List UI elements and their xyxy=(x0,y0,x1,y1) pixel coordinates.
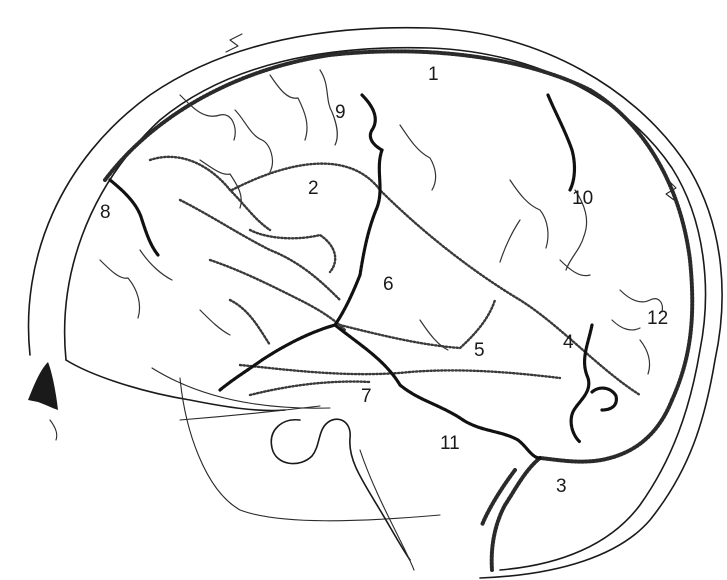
fine-vein-l xyxy=(560,260,590,276)
callout-11: 11 xyxy=(440,433,460,454)
callout-9: 9 xyxy=(335,102,346,123)
callout-7: 7 xyxy=(361,386,372,407)
vein-7-dotted xyxy=(240,365,560,378)
fine-vein-c xyxy=(270,75,307,140)
callout-12: 12 xyxy=(647,308,668,329)
vein-4-loop xyxy=(592,388,616,410)
fine-vein-g xyxy=(510,180,548,248)
callout-5: 5 xyxy=(474,340,485,361)
vein-10-bold xyxy=(548,95,574,190)
frontal-dotted-vein-d xyxy=(250,230,335,272)
callout-3: 3 xyxy=(556,476,567,497)
temporal-base-line xyxy=(180,378,440,521)
sigmoid-sinus-lower xyxy=(492,458,540,570)
callout-4: 4 xyxy=(563,332,574,353)
fine-vein-k xyxy=(612,320,640,330)
vein-5-dotted xyxy=(340,300,495,348)
vein-9-bold xyxy=(362,95,382,150)
fine-vein-o xyxy=(200,310,230,335)
suture-mark-top xyxy=(226,34,242,52)
vein-lower-left-bold xyxy=(220,325,335,390)
fine-vein-h xyxy=(500,220,520,262)
vein-8-bold xyxy=(110,180,158,255)
frontal-dotted-vein-c xyxy=(210,260,345,330)
frontal-dotted-vein-e xyxy=(230,300,270,345)
callout-2: 2 xyxy=(308,178,319,199)
superior-sagittal-sinus xyxy=(105,51,692,400)
vein-6-bold xyxy=(335,150,382,325)
fine-vein-m xyxy=(100,260,140,318)
fine-vein-a xyxy=(180,95,235,140)
callout-1: 1 xyxy=(428,64,439,85)
fine-vein-q xyxy=(640,340,650,374)
vein-7-dotted-branch xyxy=(250,382,370,395)
fine-vein-b xyxy=(235,110,272,172)
callout-6: 6 xyxy=(383,274,394,295)
foramen-outline xyxy=(271,419,410,560)
petrous-line xyxy=(180,406,320,420)
brainstem-line-left xyxy=(360,450,414,570)
fine-vein-f xyxy=(400,125,436,190)
frontal-dotted-vein-a xyxy=(150,157,270,230)
ear-lobe xyxy=(50,420,57,440)
callout-10: 10 xyxy=(572,188,593,209)
callout-8: 8 xyxy=(100,202,111,223)
ear-shape xyxy=(28,362,58,410)
frontal-dotted-vein-b xyxy=(180,200,340,300)
